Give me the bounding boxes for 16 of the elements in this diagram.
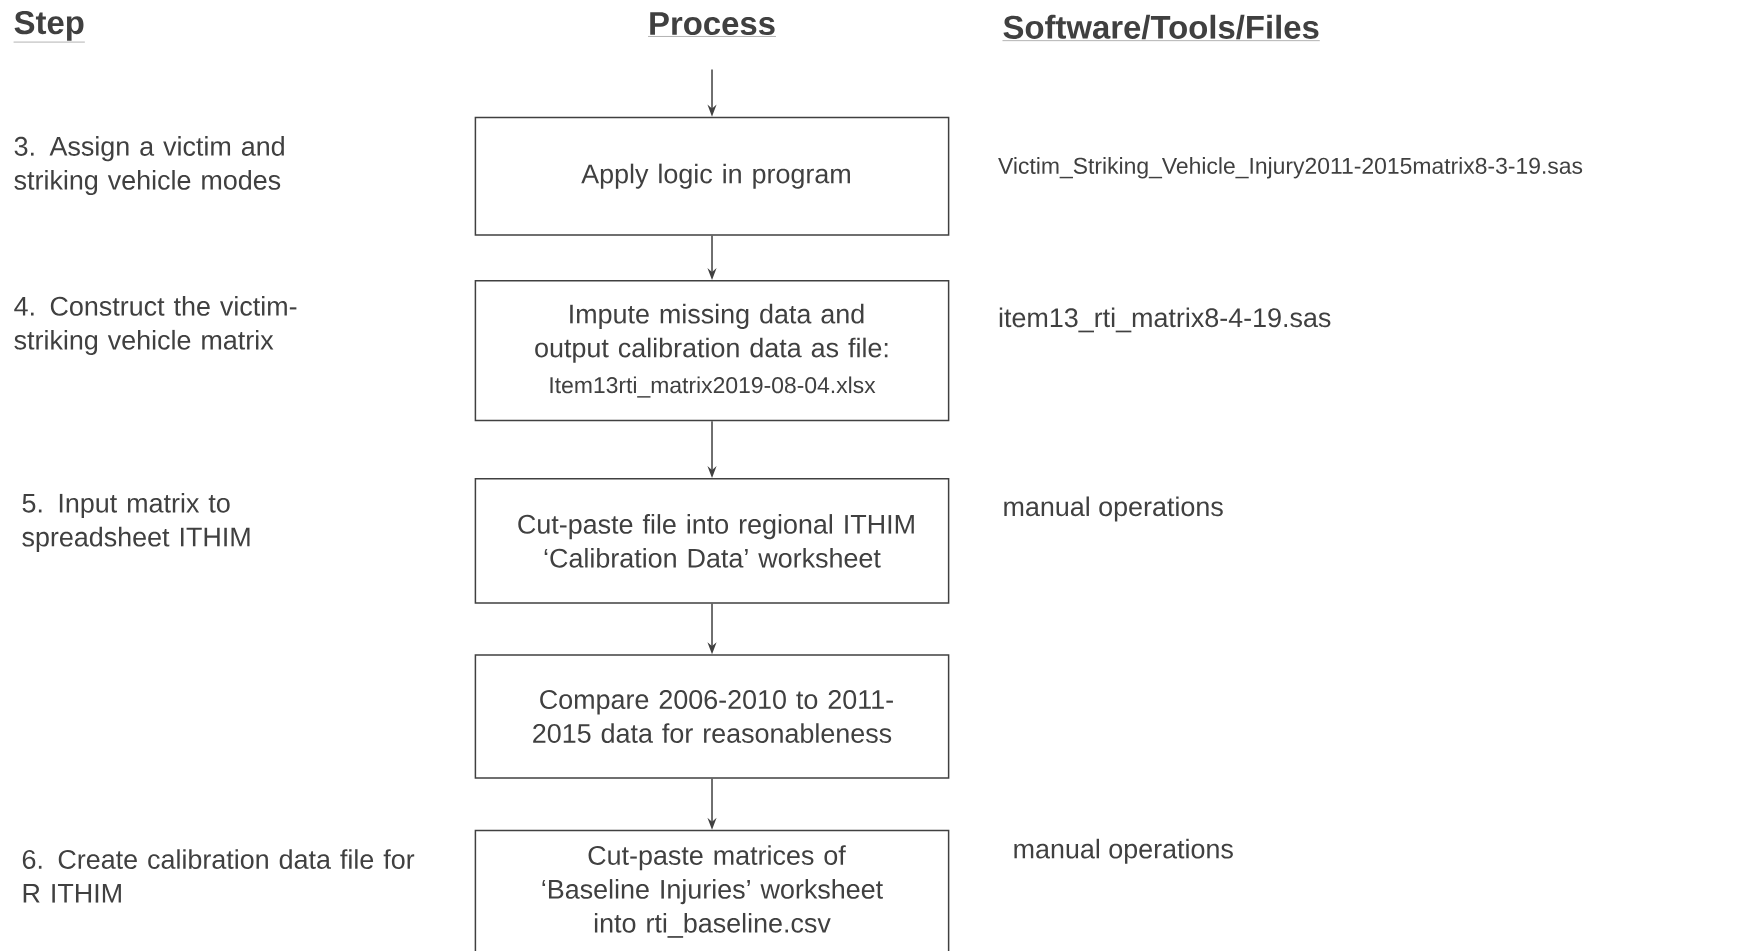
tool-label: manual operations <box>1014 838 1233 864</box>
process-box: Cut-paste file into regional ITHIM ‘Calibration Data’ worksheet <box>474 478 950 604</box>
process-box: Apply logic in program <box>474 116 950 236</box>
process-box: Compare 2006-2010 to 2011-2015 data for reasonableness <box>474 654 950 779</box>
column-heading: Software/Tools/Files <box>1002 14 1320 41</box>
column-heading: Process <box>647 12 777 37</box>
step-label: 3. Assign a victim and striking vehicle modes <box>14 136 284 196</box>
tool-label: Victim_Striking_Vehicle_Injury2011-2015matrix8-3-19.sas <box>998 157 1583 179</box>
step-label: 4. Construct the victim-striking vehicle matrix <box>14 296 297 355</box>
tool-label: manual operations <box>1004 496 1223 522</box>
step-label: 6. Create calibration data file for R ITHIM <box>22 849 415 903</box>
column-heading: Step <box>13 10 86 43</box>
process-box: Impute missing data and output calibration data as file: Item13rti_matrix2019-08-04.xlsx <box>474 280 950 422</box>
step-label: 5. Input matrix to spreadsheet ITHIM <box>22 492 250 552</box>
tool-label: item13_rti_matrix8-4-19.sas <box>999 307 1331 333</box>
process-box: Cut-paste matrices of ‘Baseline Injuries’ worksheet into rti_baseline.csv <box>474 829 950 951</box>
